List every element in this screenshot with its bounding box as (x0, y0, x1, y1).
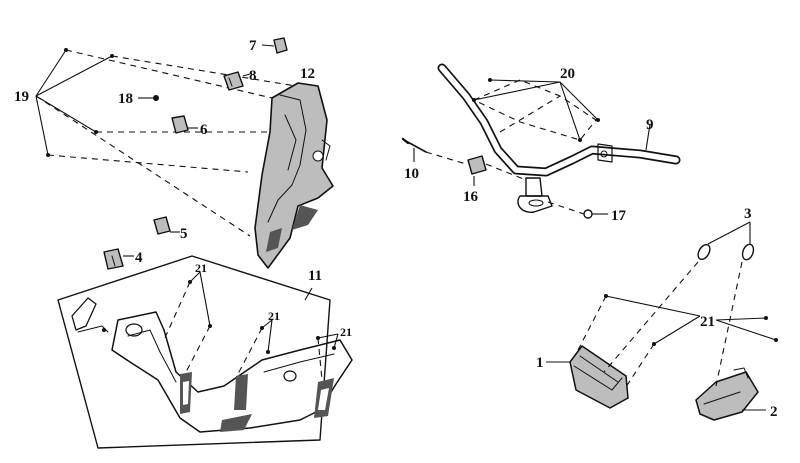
front-inner-shield-part-12 (254, 82, 334, 269)
clip-part-7 (261, 37, 288, 54)
callout-9: 9 (646, 117, 654, 133)
callout-17: 17 (611, 208, 627, 224)
callout-6: 6 (200, 122, 208, 138)
callout-7: 7 (249, 38, 257, 54)
callout-21-box-a: 21 (195, 261, 207, 275)
clip-part-4 (103, 248, 134, 270)
front-cover-part-11 (57, 255, 353, 449)
callout-20: 20 (560, 66, 575, 82)
callout-19: 19 (14, 89, 29, 105)
callout-21-box-c: 21 (340, 325, 352, 339)
bulb-parts-3 (603, 221, 755, 387)
nut-part-17 (547, 201, 608, 219)
assembly-lines-21-right (577, 294, 778, 391)
screw-part-18 (138, 95, 159, 101)
handlebar-part-9 (437, 63, 681, 213)
callout-5: 5 (180, 226, 188, 242)
callout-8: 8 (249, 68, 257, 84)
clip-part-8 (223, 71, 251, 91)
callout-21-right: 21 (700, 314, 715, 330)
turn-signal-right-part-2 (695, 367, 766, 421)
callout-16: 16 (463, 189, 479, 205)
callout-11: 11 (308, 268, 322, 284)
assembly-lines-19 (35, 48, 297, 237)
callout-21-box-b: 21 (268, 309, 280, 323)
clip-part-5 (153, 216, 180, 235)
callout-2: 2 (770, 404, 778, 420)
callout-18: 18 (118, 91, 133, 107)
callout-1: 1 (536, 355, 544, 371)
collar-part-16 (467, 155, 527, 186)
bolt-part-10 (401, 137, 467, 165)
assembly-lines-20 (472, 78, 600, 142)
callout-12: 12 (300, 66, 315, 82)
callout-4: 4 (135, 250, 143, 266)
callout-3: 3 (744, 206, 752, 222)
turn-signal-left-part-1 (546, 345, 629, 409)
callout-10: 10 (404, 166, 419, 182)
clip-part-6 (171, 115, 198, 134)
